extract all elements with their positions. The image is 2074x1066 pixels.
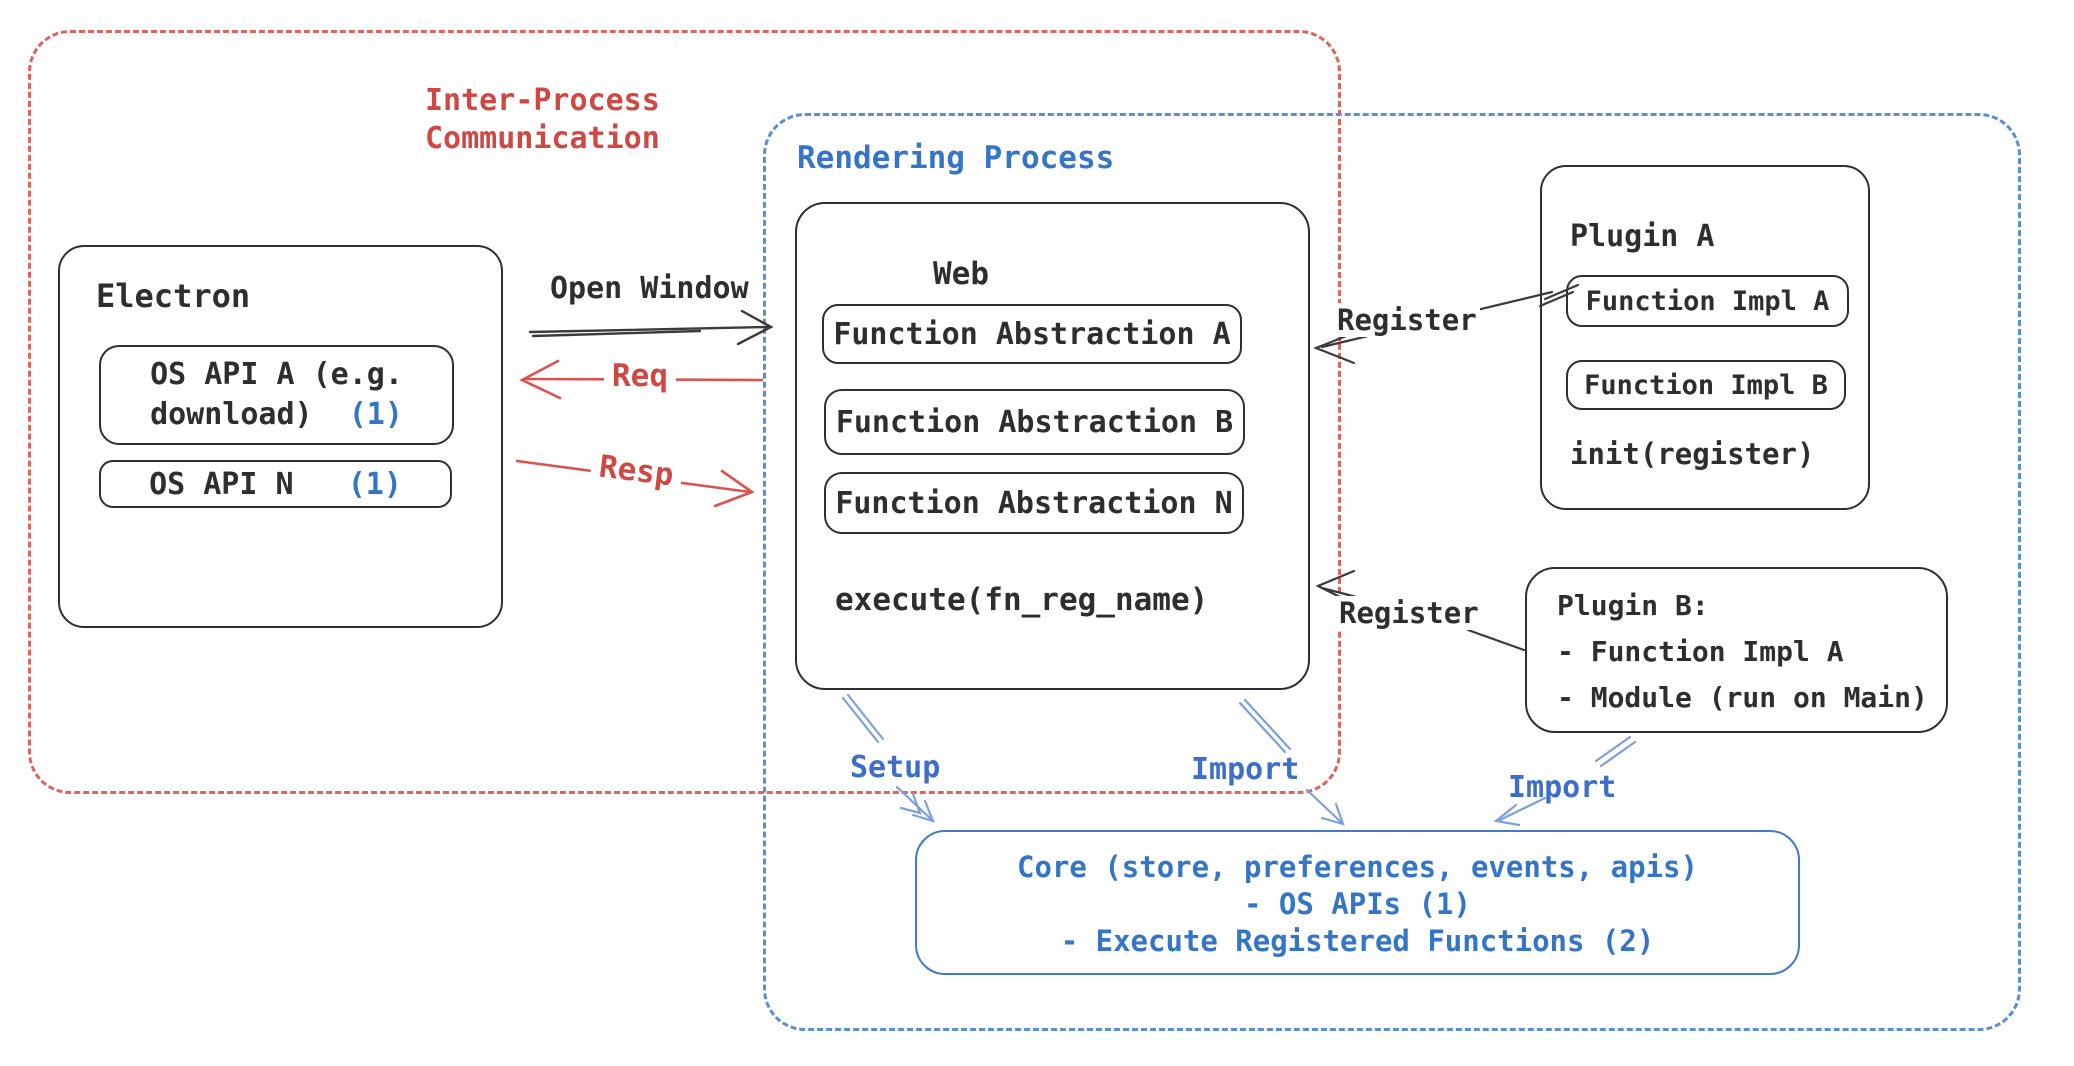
import-plugin-label: Import — [1508, 770, 1617, 805]
os-api-a-badge: (1) — [348, 397, 403, 432]
os-api-n-label: OS API N — [149, 466, 294, 502]
plugin-b-item1: - Function Impl A — [1557, 635, 1844, 668]
os-api-a-box: OS API A (e.g. download) (1) — [99, 345, 454, 445]
os-api-n-box: OS API N (1) — [99, 460, 452, 508]
plugin-b-title: Plugin B: — [1557, 589, 1709, 622]
web-title: Web — [933, 256, 989, 292]
plugin-a-title: Plugin A — [1570, 219, 1715, 254]
core-line3: - Execute Registered Functions (2) — [1060, 924, 1655, 958]
os-api-a-line1: OS API A (e.g. — [150, 357, 403, 392]
plugin-a-box: Plugin A Function Impl A Function Impl B… — [1540, 165, 1870, 510]
function-abstraction-n-box: Function Abstraction N — [824, 472, 1244, 534]
plugin-b-box: Plugin B: - Function Impl A - Module (ru… — [1525, 567, 1948, 733]
execute-call-label: execute(fn_reg_name) — [835, 582, 1209, 618]
os-api-a-line2: download) (1) — [150, 397, 403, 432]
electron-title: Electron — [96, 277, 251, 315]
function-impl-b-box: Function Impl B — [1566, 360, 1846, 410]
plugin-b-item2: - Module (run on Main) — [1557, 681, 1928, 714]
req-label: Req — [604, 358, 676, 394]
core-box: Core (store, preferences, events, apis) … — [915, 830, 1800, 975]
init-register-label: init(register) — [1570, 437, 1815, 471]
function-impl-a-box: Function Impl A — [1566, 275, 1849, 327]
rendering-group-box — [763, 113, 2021, 1031]
function-abstraction-a-box: Function Abstraction A — [822, 304, 1242, 364]
core-line1: Core (store, preferences, events, apis) — [1017, 850, 1698, 884]
register-top-label: Register — [1334, 303, 1480, 337]
rendering-group-title: Rendering Process — [797, 140, 1115, 176]
os-api-n-badge: (1) — [347, 466, 402, 502]
register-bottom-label: Register — [1336, 596, 1482, 630]
electron-box: Electron OS API A (e.g. download) (1) OS… — [58, 245, 503, 628]
import-web-label: Import — [1191, 752, 1300, 787]
open-window-label: Open Window — [550, 271, 749, 306]
function-abstraction-b-box: Function Abstraction B — [824, 389, 1245, 455]
setup-label: Setup — [850, 750, 941, 785]
core-line2: - OS APIs (1) — [1244, 887, 1471, 921]
web-box: Web Function Abstraction A Function Abst… — [795, 202, 1310, 690]
ipc-group-box — [28, 30, 1341, 794]
